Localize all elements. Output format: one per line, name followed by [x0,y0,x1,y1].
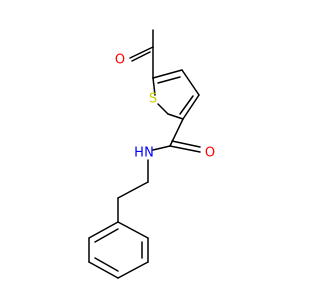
bond-layer [88,29,201,279]
bond-ph-1-2 [117,221,149,239]
bond-amide-c-n [152,145,171,151]
molecule-canvas: O S O H N [88,29,215,279]
atom-label-carbonyl-oxygen: O [115,53,125,68]
bond-ring-s-c2 [157,103,169,115]
structure-diagram: O S O H N [88,29,215,279]
bond-ring-c5-c4-inner [157,76,181,84]
bond-ring-c3-c2 [182,94,200,120]
bond-ch2-ch2 [117,181,149,199]
atom-label-amide-hydrogen: H [134,146,144,161]
bond-amide-c-o [169,145,201,153]
bond-ring-c4-c3 [181,69,200,96]
bond-acetyl-c-o-second [131,51,151,62]
bond-ring-c5-c4 [152,69,183,79]
bond-ring-c5-s [152,77,156,96]
bond-ph-3-4 [117,261,149,279]
bond-ring-c2-s-closure [167,113,184,120]
atom-label-amide-oxygen: O [205,146,215,161]
bond-ph-4-5-inner [94,257,119,272]
bond-amide-c-o-second [171,140,201,148]
atom-label-amide-nitrogen: N [144,146,154,161]
bond-ph-6-1-inner [94,228,119,243]
bond-ring-c3-c2-inner [179,95,194,115]
bond-ph-6-1 [88,221,119,239]
atom-label-ring-sulfur: S [149,92,157,107]
atom-label-layer: O S O H N [115,53,215,161]
bond-acetyl-c-o [129,46,154,59]
bond-ph-4-5 [88,261,119,279]
